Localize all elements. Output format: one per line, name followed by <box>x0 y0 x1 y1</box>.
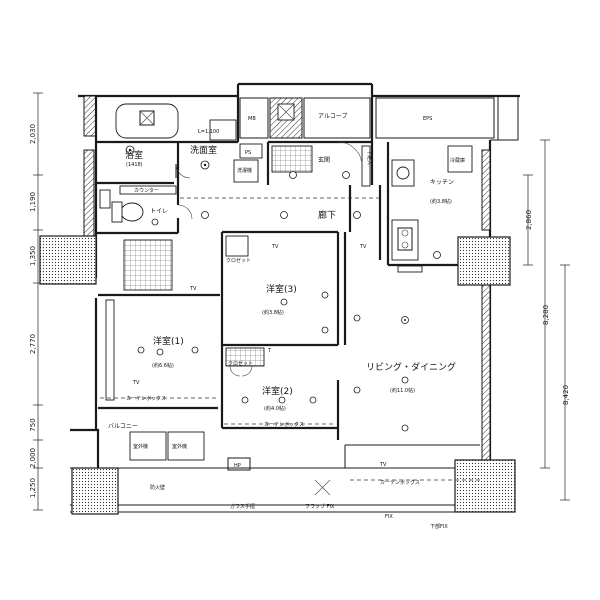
dim-right-0: 2,860 <box>525 210 533 230</box>
living-area: TV リビング・ダイニング (約11.0帖) カーテンボックス TV <box>344 244 482 486</box>
eps-label: EPS <box>423 116 432 122</box>
dim-left-3: 1,350 <box>29 246 37 266</box>
dim-right-2: 8,420 <box>562 385 570 405</box>
washroom-label: 洗面室 <box>190 144 217 156</box>
dim-left-7: 1,250 <box>29 478 37 498</box>
sink-note-label: L=1.100 <box>198 129 219 135</box>
bedroom1-tv: TV <box>189 286 197 292</box>
balcony-label: バルコニー <box>108 423 138 430</box>
dim-left-5: 2,000 <box>29 448 37 468</box>
ps-label: PS <box>245 150 251 156</box>
outdoor-unit-1: 室外機 <box>133 443 148 450</box>
glass-railing-label: ガラス手摺 <box>230 503 255 510</box>
walls <box>70 82 520 513</box>
fix-label: FIX <box>385 514 393 520</box>
dim-right-1: 8,280 <box>542 305 550 325</box>
flap-fix-label: フラップ FIX <box>305 504 335 510</box>
washer-space <box>233 159 259 183</box>
toilet-area: カウンター トイレ <box>99 185 177 226</box>
dim-left-4: 2,770 <box>29 334 37 354</box>
bedroom1-closet-grid <box>123 239 173 291</box>
bedroom3-tv: TV <box>271 244 279 250</box>
dim-left-0: 2,030 <box>29 124 37 144</box>
curtain-box-3: カーテンボックス <box>380 479 420 486</box>
bath-area: 浴室 (1418) <box>115 103 179 168</box>
bedroom2-size-label: (約4.0帖) <box>264 405 286 412</box>
columns <box>39 235 516 515</box>
kitchen-label: キッチン <box>430 179 454 186</box>
washbasin <box>209 119 237 141</box>
curtain-box-2: カーテンボックス <box>264 421 304 428</box>
living-size-label: (約11.0帖) <box>390 387 415 394</box>
living-label: リビング・ダイニング <box>366 361 456 373</box>
bedroom1-tv2: TV <box>132 380 140 386</box>
living-tv2: TV <box>379 462 387 468</box>
stove <box>391 219 419 261</box>
utility-shafts: MB アルコーブ EPS <box>239 97 495 139</box>
bath-size-label: (1418) <box>126 162 143 168</box>
shoebox-label: 下足入 <box>366 150 372 165</box>
bathtub <box>115 103 179 139</box>
bedroom1-size-label: (約6.6帖) <box>152 362 174 369</box>
dim-left-2: 1,190 <box>29 192 37 212</box>
bedroom2-label: 洋室(2) <box>262 385 293 397</box>
outdoor-unit-2: 室外機 <box>172 443 187 450</box>
hp-label: HP <box>234 463 241 469</box>
lower-fix-label: 下部FIX <box>430 523 448 530</box>
washroom-area: 洗面室 L=1.100 洗濯機 <box>175 119 259 183</box>
bath-label: 浴室 <box>125 149 143 161</box>
bedroom3-closet-label: クロゼット <box>226 257 251 264</box>
bedroom3-area: クロゼット TV 洋室(3) (約3.8帖) <box>225 235 329 334</box>
bedroom2-tv-tag: T <box>267 348 272 354</box>
bedroom3-size-label: (約3.8帖) <box>262 309 284 316</box>
entrance-area: 玄関 下足入 PS <box>239 141 372 187</box>
living-tv: TV <box>359 244 367 250</box>
dim-left-6: 750 <box>29 418 37 431</box>
toilet-bowl <box>120 202 144 222</box>
washer-label: 洗濯機 <box>237 167 252 174</box>
fridge-label: 冷蔵庫 <box>450 157 465 164</box>
dimension-left: 2,030 1,190 1,350 2,770 2,000 750 1,250 <box>29 92 43 511</box>
counter-label: カウンター <box>134 187 159 194</box>
bedroom1-label: 洋室(1) <box>153 335 184 347</box>
alcove-label: アルコーブ <box>318 112 347 120</box>
curtain-box-1: カーテンボックス <box>126 395 166 402</box>
bedroom1-area: TV 洋室(1) (約6.6帖) TV カーテンボックス <box>100 239 218 402</box>
hallway-label: 廊下 <box>318 209 336 221</box>
bedroom2-closet-label: クロゼット <box>228 360 253 367</box>
bedroom3-label: 洋室(3) <box>266 283 297 295</box>
bedroom2-area: クロゼット T 洋室(2) (約4.0帖) カーテンボックス <box>224 347 336 428</box>
kitchen-size-label: (約3.8帖) <box>430 198 452 205</box>
toilet-label: トイレ <box>150 208 168 215</box>
fridge-space <box>447 145 473 173</box>
kitchen-area: 冷蔵庫 キッチン (約3.8帖) <box>391 145 473 273</box>
dimension-right: 2,860 8,280 8,420 <box>523 139 570 501</box>
balcony-area: 室外機 室外機 バルコニー HP 防火壁 ガラス手摺 フラップ FIX FIX … <box>108 423 448 530</box>
fire-partition-label: 防火壁 <box>150 484 165 491</box>
mb-label: MB <box>248 116 256 122</box>
entrance-floor <box>271 145 313 173</box>
entrance-label: 玄関 <box>318 156 330 164</box>
hallway-area: 廊下 <box>177 197 380 221</box>
